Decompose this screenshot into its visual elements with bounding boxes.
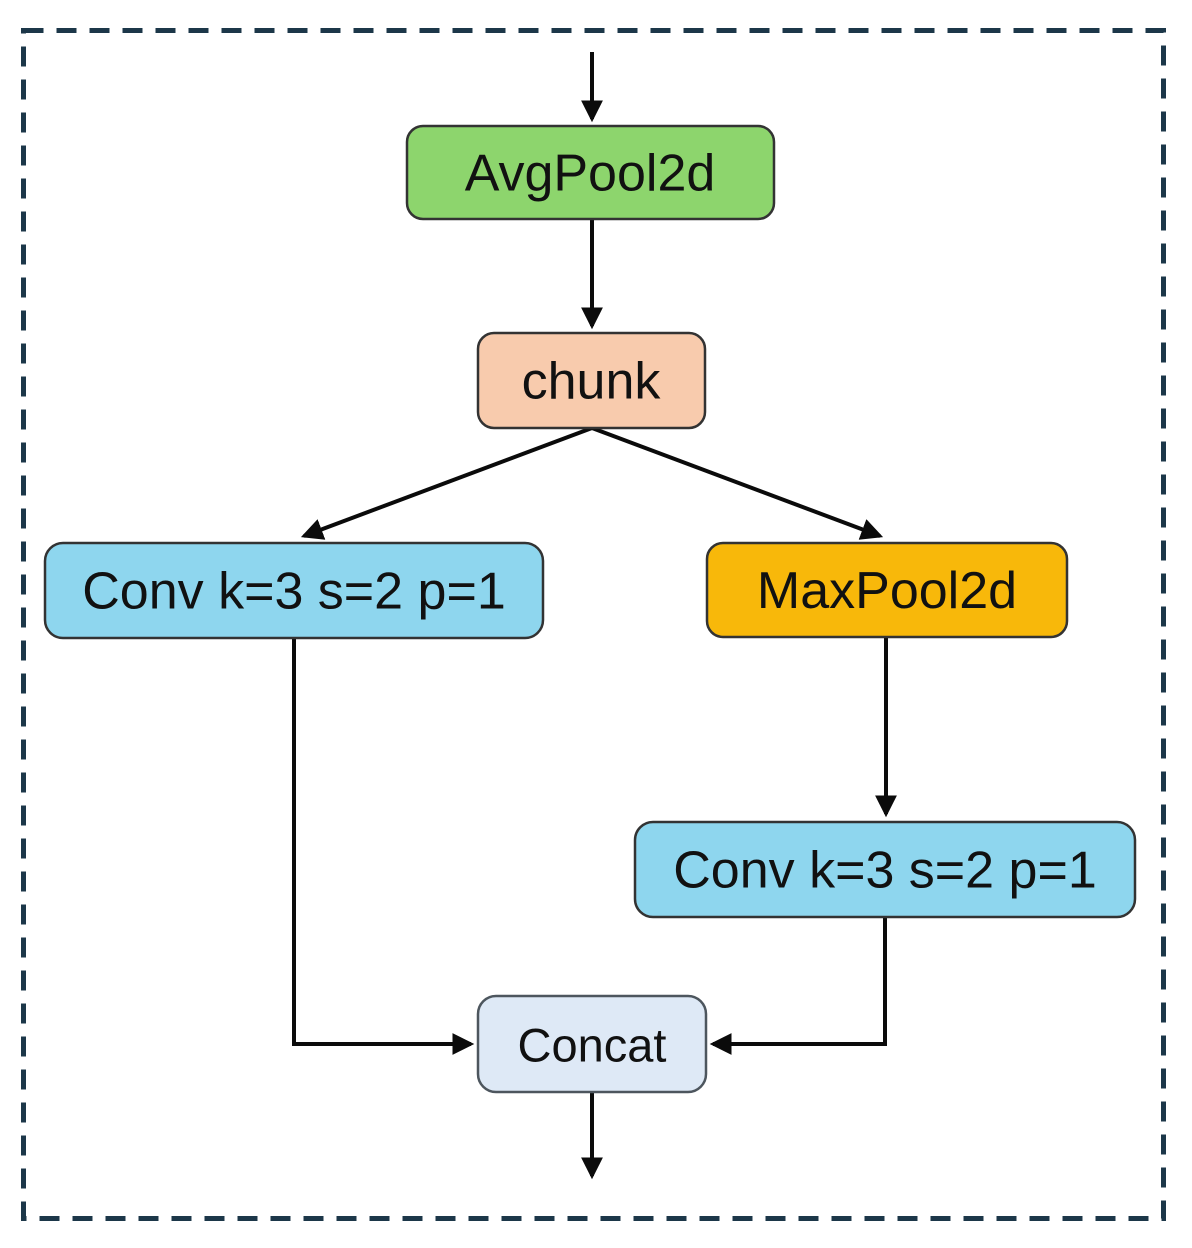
node-conv-right: Conv k=3 s=2 p=1 xyxy=(633,820,1137,919)
node-conv-left-label: Conv k=3 s=2 p=1 xyxy=(82,563,506,621)
node-avgpool-box xyxy=(405,124,776,221)
outer-dashed-border xyxy=(21,28,1166,1221)
node-concat-label: Concat xyxy=(518,1019,667,1072)
node-concat: Concat xyxy=(476,994,708,1094)
node-maxpool: MaxPool2d xyxy=(705,541,1069,639)
node-chunk: chunk xyxy=(476,331,707,430)
node-chunk-box xyxy=(476,331,707,430)
node-conv-right-label: Conv k=3 s=2 p=1 xyxy=(673,842,1097,900)
edge-chunk-to-maxpool xyxy=(591,426,884,540)
node-conv-right-box xyxy=(633,820,1137,919)
node-maxpool-box xyxy=(705,541,1069,639)
node-maxpool-label: MaxPool2d xyxy=(757,562,1017,620)
node-conv-left: Conv k=3 s=2 p=1 xyxy=(43,541,545,640)
node-avgpool: AvgPool2d xyxy=(405,124,776,221)
node-concat-box xyxy=(476,994,708,1094)
node-chunk-label: chunk xyxy=(522,353,662,411)
node-avgpool-label: AvgPool2d xyxy=(465,145,716,203)
edge-chunk-to-conv-left xyxy=(300,426,593,540)
node-conv-left-box xyxy=(43,541,545,640)
edge-conv-right-to-concat xyxy=(709,917,887,1055)
edge-conv-left-to-concat xyxy=(292,638,475,1055)
